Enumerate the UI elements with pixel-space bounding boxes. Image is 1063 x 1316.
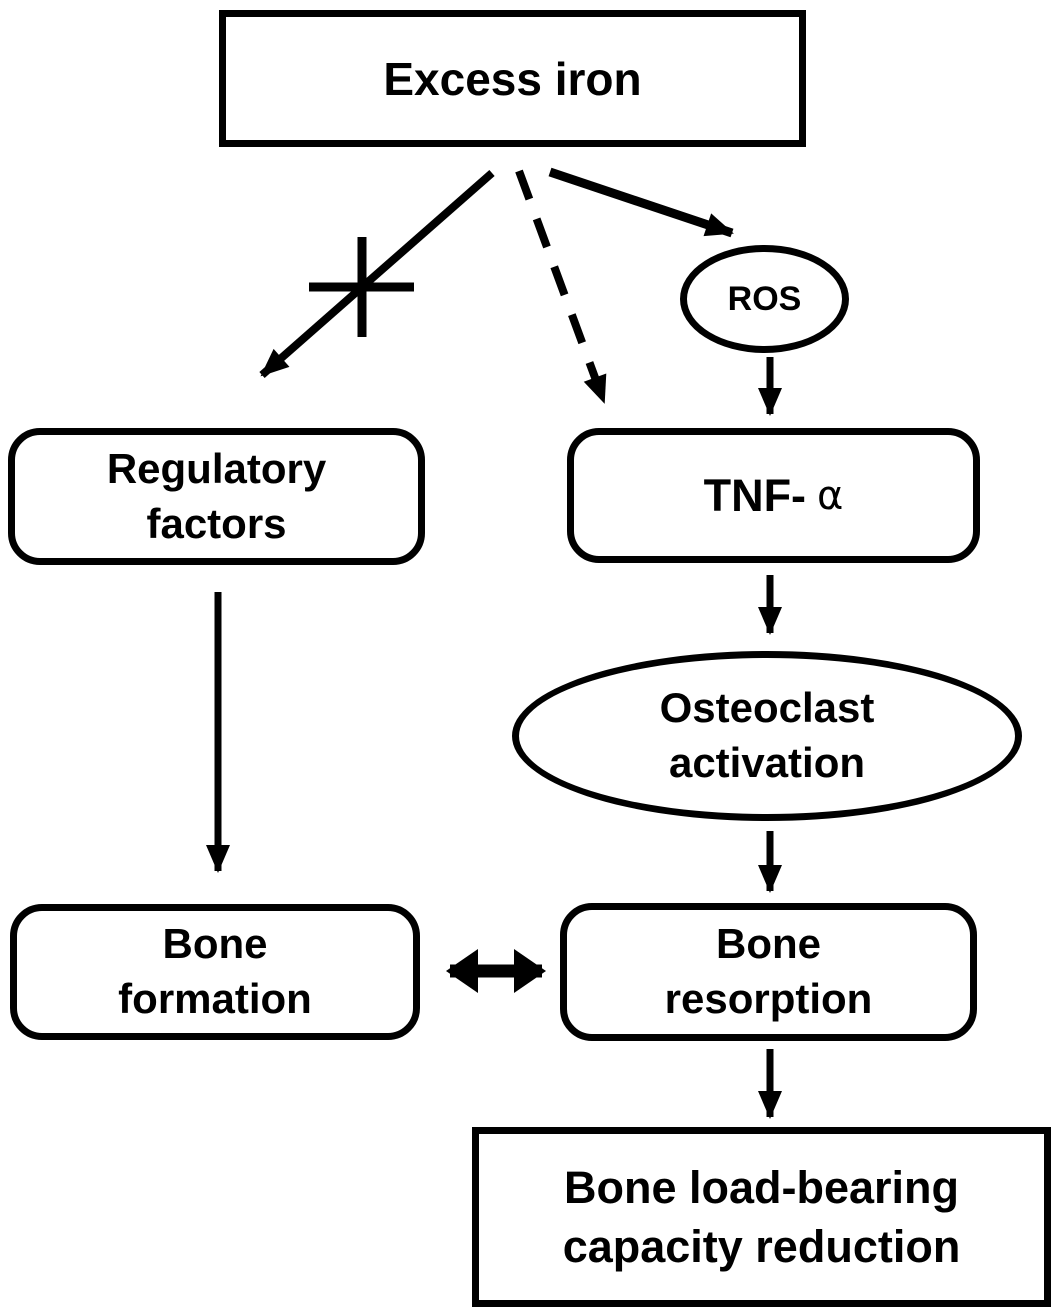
bone-resorption-line2: resorption xyxy=(664,975,873,1022)
inhibition-cross-icon xyxy=(309,237,414,337)
bone-resorption-line1: Bone xyxy=(716,920,821,968)
regulatory-factors-line2: factors xyxy=(146,499,287,547)
node-load-bearing-reduction: Bone load-bearing capacity reduction xyxy=(472,1127,1051,1307)
load-bearing-line2: capacity reduction xyxy=(562,1221,961,1272)
node-regulatory-factors: Regulatory factors xyxy=(8,428,425,565)
node-excess-iron: Excess iron xyxy=(219,10,806,147)
arrow-excess-to-regulatory xyxy=(259,169,495,379)
excess-iron-label: Excess iron xyxy=(383,52,642,105)
osteoclast-line1: Osteoclast xyxy=(659,684,875,732)
tnf-prefix-label: TNF- xyxy=(703,469,807,521)
node-bone-resorption: Bone resorption xyxy=(560,903,977,1041)
load-bearing-line1: Bone load-bearing xyxy=(563,1161,960,1213)
node-tnf-alpha: TNF- α xyxy=(567,428,980,563)
arrow-excess-to-tnf-dashed xyxy=(515,169,608,404)
arrow-excess-to-ros xyxy=(548,167,734,238)
node-bone-formation: Bone formation xyxy=(10,904,420,1040)
bone-formation-line2: formation xyxy=(118,975,312,1022)
bone-formation-line1: Bone xyxy=(162,920,268,968)
node-ros: ROS xyxy=(680,245,849,353)
ros-label: ROS xyxy=(727,279,802,318)
tnf-alpha-symbol: α xyxy=(817,472,844,519)
regulatory-factors-line1: Regulatory xyxy=(106,444,327,492)
node-osteoclast-activation: Osteoclast activation xyxy=(512,651,1022,821)
osteoclast-line2: activation xyxy=(668,739,866,786)
